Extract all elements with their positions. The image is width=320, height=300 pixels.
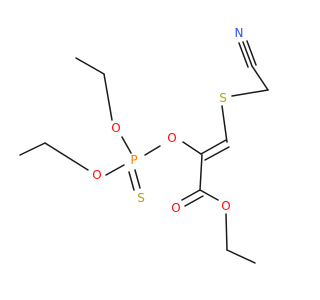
atom-label-o3: O <box>167 131 176 145</box>
bond <box>44 142 89 171</box>
atom-label-n1: N <box>235 26 244 40</box>
bond <box>144 145 161 156</box>
bond <box>182 141 202 155</box>
atom-labels: O O P O S S N O O <box>92 26 243 215</box>
atom-label-o1: O <box>111 121 120 135</box>
bond <box>200 139 227 155</box>
bond <box>121 136 132 154</box>
molecule-diagram: O O P O S S N O O <box>19 26 269 264</box>
atom-label-o4: O <box>171 201 180 215</box>
bond <box>128 171 135 191</box>
bond <box>75 57 105 75</box>
bond <box>251 65 269 91</box>
bond <box>199 154 203 191</box>
bond <box>242 41 253 67</box>
bond <box>226 249 256 264</box>
bond <box>105 164 125 176</box>
bond <box>184 195 204 207</box>
bond <box>134 169 141 189</box>
atom-label-s1: S <box>137 191 145 205</box>
atom-label-o5: O <box>221 199 230 213</box>
bond <box>225 213 228 251</box>
bonds <box>19 40 269 264</box>
bond <box>181 189 201 201</box>
bond <box>199 189 219 201</box>
bond <box>231 89 269 97</box>
atom-label-p1: P <box>130 153 137 167</box>
bond <box>103 73 113 121</box>
bond <box>19 142 46 156</box>
atom-label-s2: S <box>219 91 227 105</box>
bond <box>221 105 228 143</box>
bond <box>204 146 230 161</box>
bond <box>246 40 257 66</box>
bond <box>238 42 249 68</box>
atom-label-o2: O <box>92 168 101 182</box>
